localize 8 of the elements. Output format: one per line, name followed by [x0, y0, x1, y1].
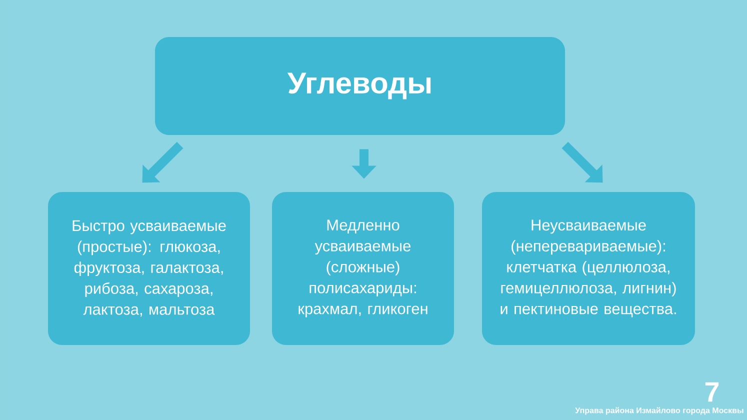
arrow: [142, 142, 184, 183]
arrow: [562, 142, 603, 183]
category-box: Медленно усваиваемые (сложные) полисахариды: крахмал, гликоген: [272, 192, 454, 345]
category-box: Быстро усваиваемые (простые): глюкоза, фруктоза, галактоза, рибоза, сахароза, лактоза, мальтоза: [48, 192, 250, 345]
title-box: Углеводы: [155, 37, 565, 135]
category-box: Неусваиваемые (неперевариваемые): клетчатка (целлюлоза, гемицеллюлоза, лигнин) и пектиновые вещества.: [482, 192, 695, 345]
page-number: 7: [705, 382, 719, 402]
footer-text: Управа района Измайлово города Москвы: [575, 407, 744, 415]
